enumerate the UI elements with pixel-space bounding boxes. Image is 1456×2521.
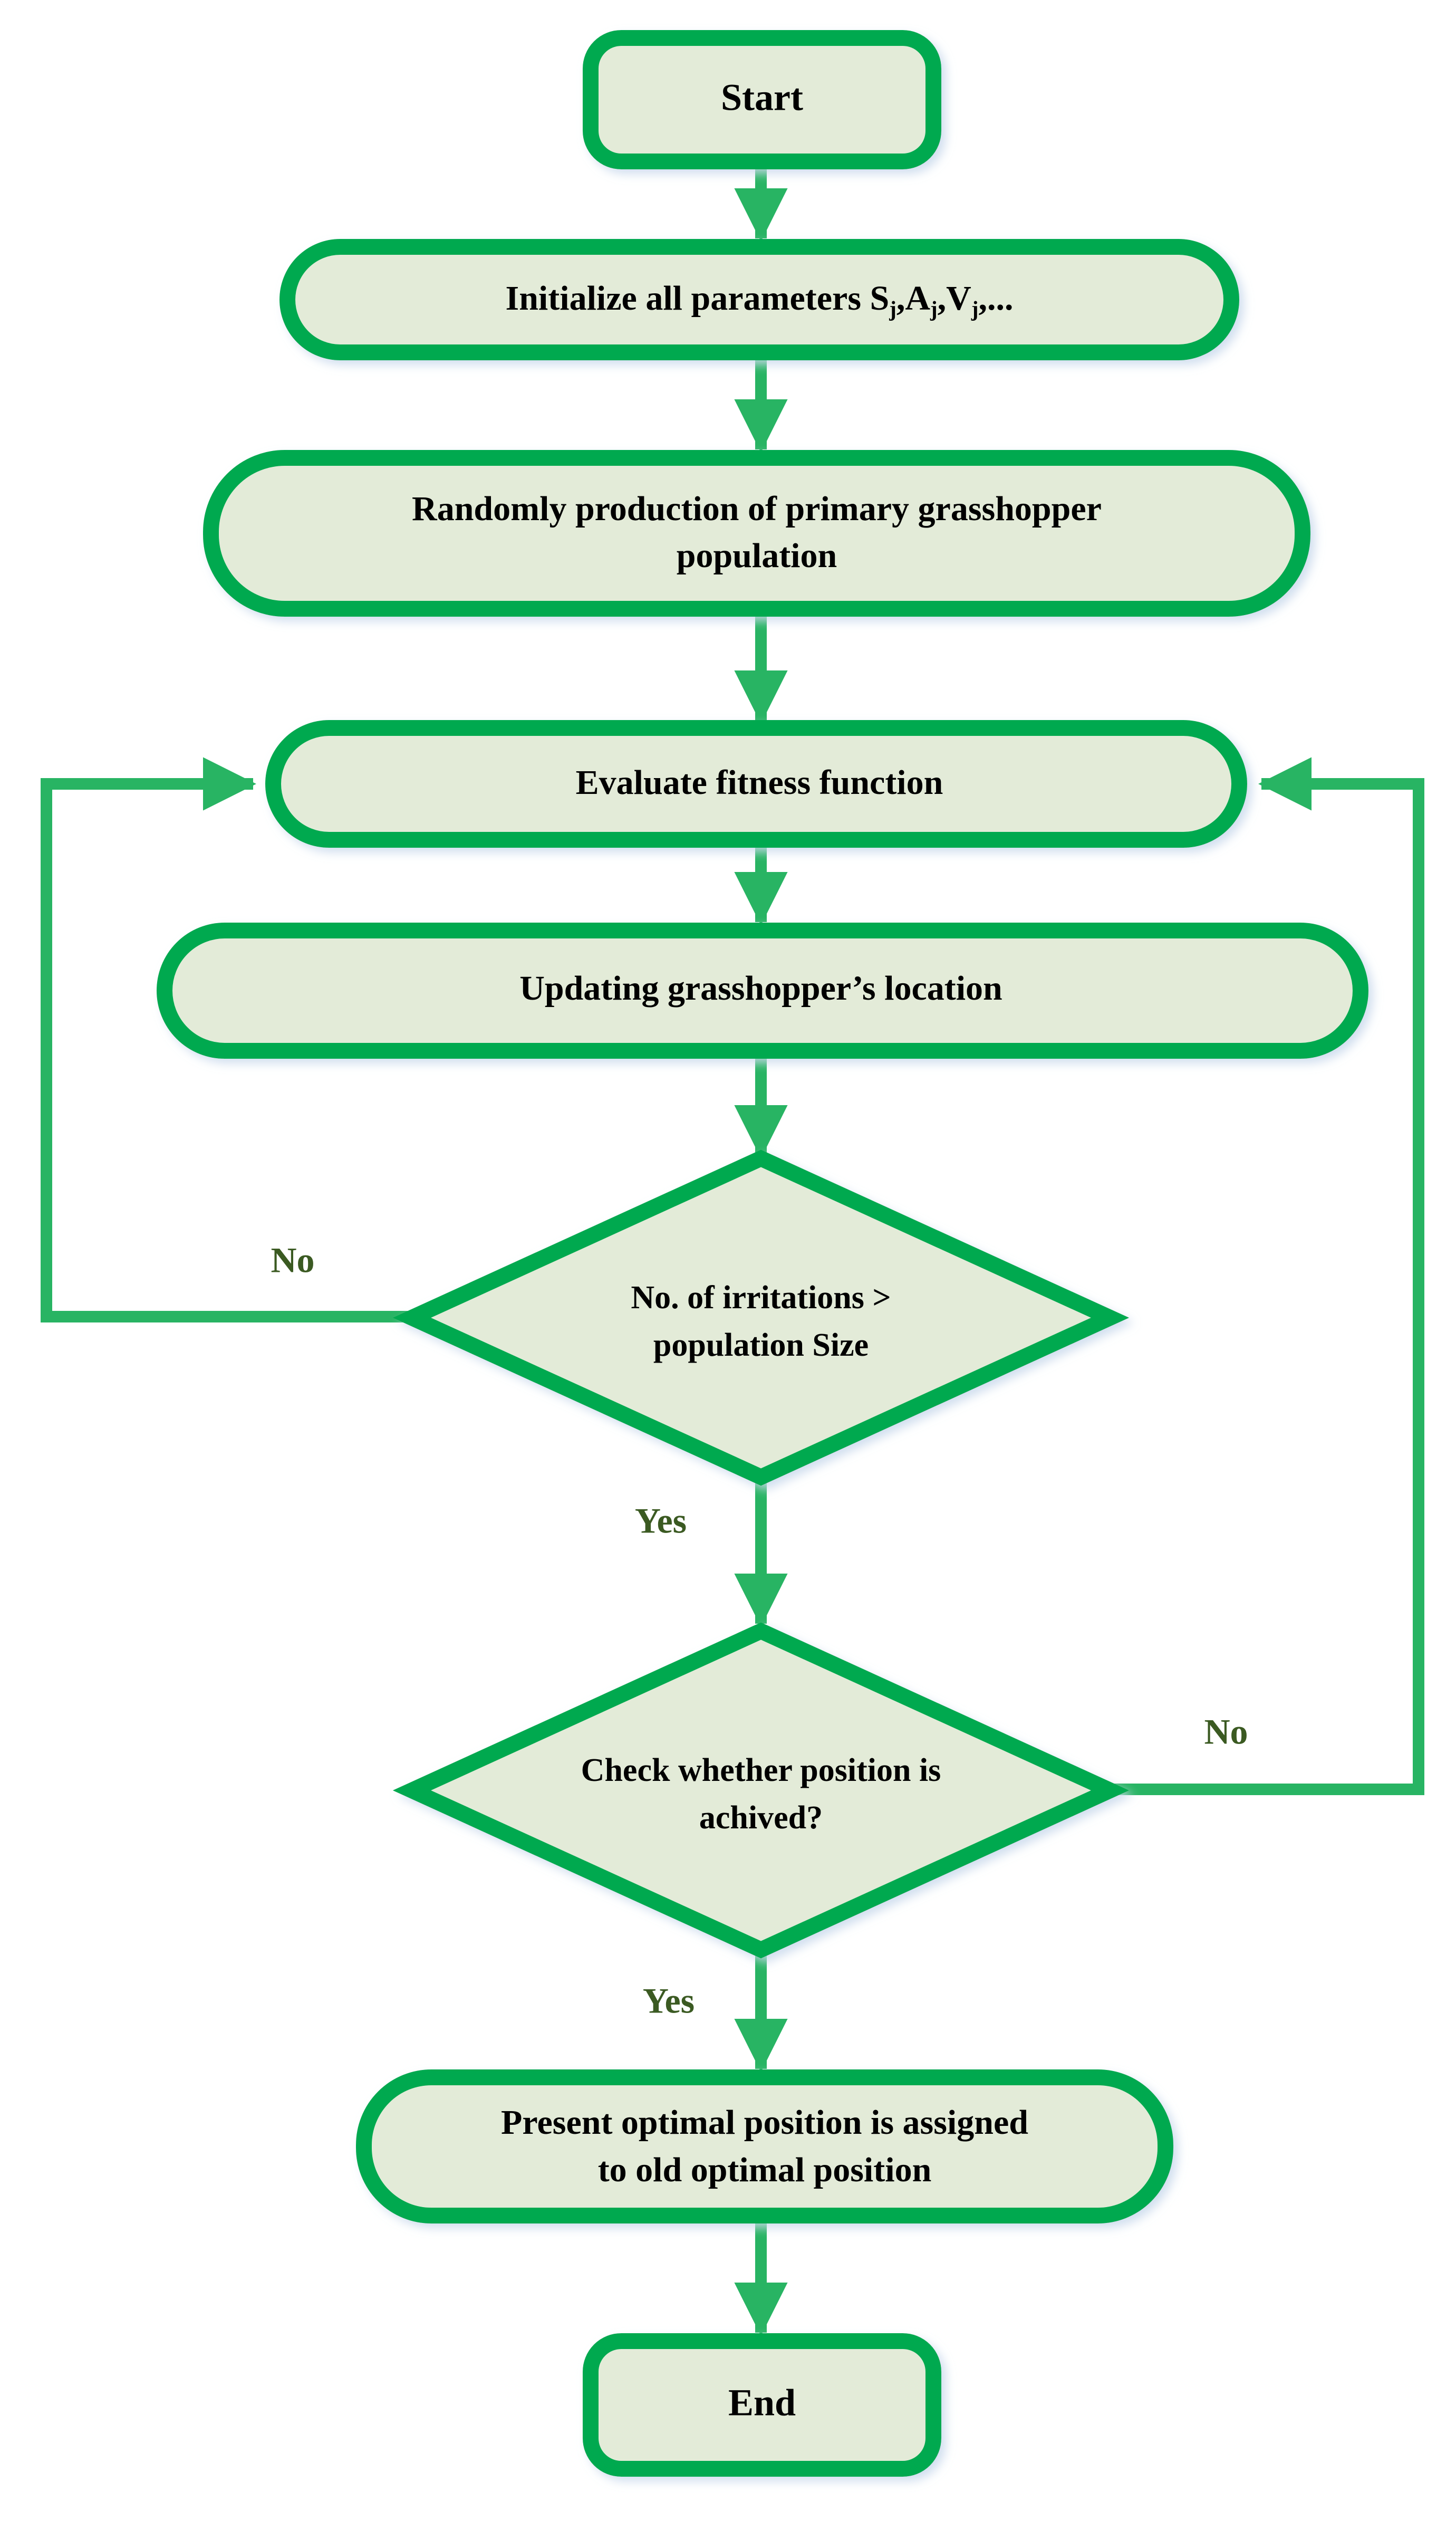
node-updating-location-shape <box>157 923 1368 1059</box>
node-present-optimal-shape <box>356 2069 1173 2223</box>
node-initialize-label-prefix: Initialize all parameters S <box>506 279 890 318</box>
node-random-population-label-line1: Randomly production of primary grasshopp… <box>412 490 1102 528</box>
node-evaluate-fitness-label: Evaluate fitness function <box>576 763 943 802</box>
node-updating-location-label: Updating grasshopper’s location <box>519 969 1002 1008</box>
node-decision-iterations[interactable]: No. of irritations > population Size <box>392 1149 1130 1486</box>
node-initialize[interactable]: Initialize all parameters Sj,Aj,Vj,... <box>279 239 1239 360</box>
node-decision-position[interactable]: Check whether position is achived? <box>392 1622 1130 1959</box>
node-end-label: End <box>728 2382 796 2424</box>
branch-label-position-no: No <box>1204 1712 1248 1752</box>
node-initialize-label: Initialize all parameters Sj,Aj,Vj,... <box>506 279 1014 321</box>
edge-decisionpos-no-to-evaluate <box>1096 757 1424 1795</box>
node-evaluate-fitness[interactable]: Evaluate fitness function <box>265 720 1247 848</box>
node-decision-iterations-shape <box>392 1149 1130 1486</box>
node-initialize-sub-j1: j <box>889 297 896 321</box>
branch-label-position-yes: Yes <box>643 1981 695 2021</box>
node-initialize-mid2: ,V <box>938 279 971 318</box>
node-decision-iterations-label-line1: No. of irritations > <box>631 1280 891 1316</box>
edge-decisioniter-no-to-evaluate <box>41 757 427 1322</box>
connector-layer <box>41 161 1424 2336</box>
node-start-shape <box>583 30 941 169</box>
node-random-population[interactable]: Randomly production of primary grasshopp… <box>203 450 1310 617</box>
node-start-label: Start <box>721 76 803 119</box>
node-initialize-shape <box>279 239 1239 360</box>
node-evaluate-fitness-shape <box>265 720 1247 848</box>
node-random-population-label-line2: population <box>677 536 837 575</box>
node-initialize-sub-j3: j <box>971 297 979 321</box>
node-decision-position-label-line2: achived? <box>699 1800 823 1836</box>
node-end-shape <box>583 2333 941 2477</box>
node-updating-location[interactable]: Updating grasshopper’s location <box>157 923 1368 1059</box>
node-present-optimal-label-line2: to old optimal position <box>598 2151 932 2189</box>
branch-label-iterations-no: No <box>271 1240 314 1280</box>
node-present-optimal-label-line1: Present optimal position is assigned <box>501 2103 1028 2142</box>
node-decision-position-label-line1: Check whether position is <box>581 1752 941 1788</box>
node-decision-iterations-label-line2: population Size <box>653 1327 869 1363</box>
branch-label-iterations-yes: Yes <box>635 1501 687 1541</box>
node-decision-position-shape <box>392 1622 1130 1959</box>
node-start[interactable]: Start <box>583 30 941 169</box>
node-initialize-sub-j2: j <box>930 297 938 321</box>
node-end[interactable]: End <box>583 2333 941 2477</box>
node-random-population-shape <box>203 450 1310 617</box>
node-present-optimal[interactable]: Present optimal position is assigned to … <box>356 2069 1173 2223</box>
node-initialize-suffix: ,... <box>978 279 1013 318</box>
node-initialize-mid1: ,A <box>896 279 931 318</box>
